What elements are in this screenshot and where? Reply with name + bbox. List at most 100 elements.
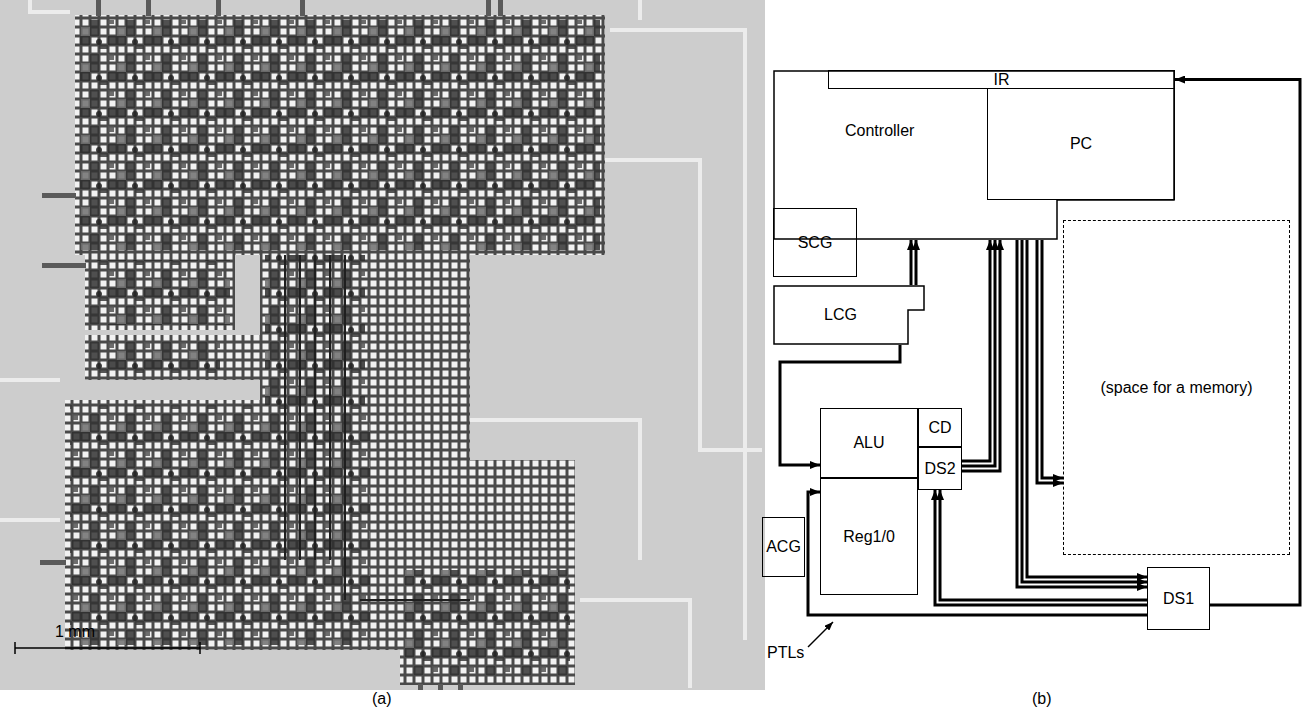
pin [96, 0, 101, 16]
panel-label: (a) [372, 690, 392, 707]
pin [42, 193, 76, 198]
ptl-line [962, 240, 990, 461]
circuit-block [85, 255, 235, 330]
logic-area [90, 260, 230, 325]
ptl-line [940, 490, 1147, 600]
circuit-block [375, 460, 575, 565]
scale-bar-tick [199, 642, 201, 654]
logic-box: DS2 [918, 447, 962, 490]
block-label: PC [1070, 135, 1092, 153]
callout-label-holder: PTLs [767, 644, 804, 662]
ptl-line [780, 345, 900, 465]
block-label: ACG [766, 538, 801, 556]
block-outline-shape [774, 286, 924, 344]
clock-generator-box: LCG [773, 285, 925, 345]
block-label: IR [994, 71, 1010, 89]
block-label: ALU [853, 434, 884, 452]
block-outline-shape [774, 71, 1174, 239]
block-label: DS2 [924, 460, 955, 478]
ptl-connector [911, 240, 916, 285]
ptl-line [1042, 240, 1063, 478]
panel-label-holder: (a) [372, 690, 392, 708]
ptl-line [962, 240, 995, 466]
callout-label: PTLs [767, 644, 804, 661]
ptl-connector [780, 345, 900, 465]
logic-box: CD [918, 408, 962, 447]
alu-box: ALU [820, 408, 918, 478]
pin [42, 263, 86, 268]
pin [486, 0, 491, 16]
ptl-line [1027, 240, 1147, 577]
pin [438, 684, 443, 690]
clock-generator-box: SCG [773, 208, 857, 277]
register-box: Reg1/0 [820, 478, 918, 595]
pin [300, 0, 305, 16]
logic-box: DS1 [1147, 567, 1210, 630]
ptl-line [915, 240, 918, 285]
scale-bar-line [15, 647, 200, 649]
background-wire [580, 600, 690, 688]
pin [40, 560, 66, 565]
register-box: PC [987, 88, 1175, 200]
scale-label: 1 mm [55, 623, 95, 640]
ptl-line [935, 490, 1147, 605]
scale-bar-tick [14, 642, 16, 654]
clock-generator-box: ACG [762, 517, 805, 577]
block-label: (space for a memory) [1100, 379, 1252, 397]
block-label: SCG [798, 234, 833, 252]
routing-line [329, 255, 331, 560]
routing-line [344, 255, 346, 600]
ptl-connector [1037, 240, 1063, 483]
logic-area [70, 405, 370, 645]
ptl-connector [1017, 240, 1147, 587]
pin [146, 0, 151, 16]
scale-label-holder: 1 mm [55, 623, 95, 641]
circuit-block [400, 560, 575, 685]
ptl-line [1017, 240, 1147, 587]
ptl-line [1175, 80, 1300, 606]
circuit-block [260, 255, 375, 405]
background-wire [0, 518, 60, 522]
ptl-line [962, 240, 1000, 471]
pad-grid [65, 15, 605, 685]
scale-bar [15, 642, 200, 654]
leader-arrow [808, 622, 833, 647]
routing-line [284, 255, 286, 560]
ptl-line [1022, 240, 1147, 582]
circuit-block [65, 400, 375, 650]
block-label: DS1 [1163, 590, 1194, 608]
pins [40, 0, 503, 690]
logic-texture [70, 20, 600, 675]
register-box: IR [828, 70, 1175, 89]
ptl-connector [1175, 80, 1300, 606]
block-label: Controller [845, 122, 914, 140]
logic-area [80, 20, 600, 250]
routing-line [314, 255, 316, 560]
ptl-line [1037, 240, 1063, 483]
block-label: CD [928, 419, 951, 437]
routing-line [299, 255, 301, 560]
micrograph-ground [0, 0, 765, 690]
ptl-connector [935, 490, 1147, 605]
pin [216, 0, 221, 16]
block-label: LCG [824, 306, 857, 324]
background-wire [638, 0, 642, 20]
ptl-line [910, 240, 913, 285]
memory-region: (space for a memory) [1063, 220, 1290, 555]
pin [458, 684, 463, 690]
ptl-connector [962, 240, 1000, 471]
logic-area [90, 340, 220, 375]
block-label: Reg1/0 [843, 528, 895, 546]
block-outline [773, 70, 1175, 240]
circuit-block [375, 255, 470, 460]
background-wire [605, 160, 762, 450]
background-wiring [0, 0, 762, 688]
routing-lines [285, 255, 470, 600]
logic-area [405, 570, 570, 675]
circuit-block [75, 15, 605, 255]
routing-line [360, 599, 470, 601]
panel-label: (b) [1032, 690, 1052, 707]
